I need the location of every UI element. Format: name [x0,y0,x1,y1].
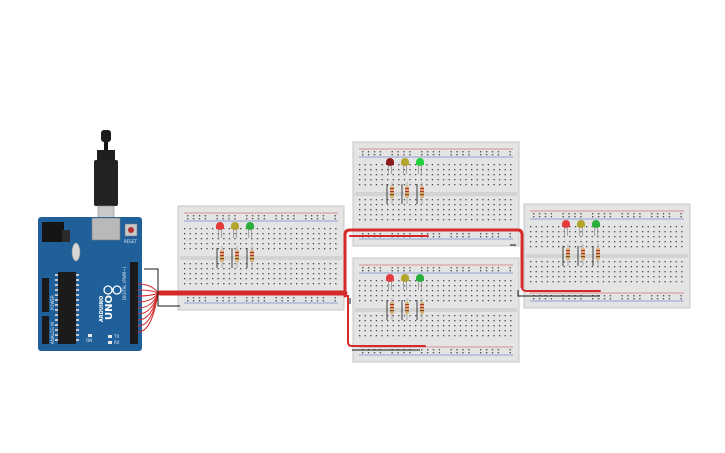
breadboard-4-resistor-2[interactable] [581,244,585,266]
breadboard-4-led-yellow[interactable] [577,220,585,236]
pin-jumper-wires-red[interactable] [137,283,159,333]
analog-label: ANALOG IN [50,322,55,344]
breadboard-1-resistor-3[interactable] [250,246,254,268]
breadboard-3-bottom-resistor-2[interactable] [405,298,409,320]
red-wire-to-breadboard-3[interactable] [344,295,426,347]
on-led [88,334,92,337]
power-label: POWER [50,295,55,310]
arduino-logo [103,285,122,295]
breadboard-1-led-yellow[interactable] [231,222,239,238]
on-label: ON [86,338,92,343]
analog-header [42,316,49,344]
breadboard-1-resistor-2[interactable] [235,246,239,268]
chip-pins-right [76,274,79,341]
black-wire-gnd-3[interactable] [517,290,600,297]
breadboard-2-top-resistor-3[interactable] [420,182,424,204]
breadboard-4-resistor-1[interactable] [566,244,570,266]
red-wires[interactable] [137,228,601,347]
breadboard-4-led-green[interactable] [592,220,600,236]
breadboard-1-led-green[interactable] [246,222,254,238]
breadboard-1-led-red[interactable] [216,222,224,238]
rx-label: RX [114,340,120,345]
breadboard-3-bottom[interactable] [352,257,520,363]
chip-pins-left [55,274,58,341]
breadboard-3-bottom-resistor-1[interactable] [390,298,394,320]
breadboard-2-top-led-yellow[interactable] [401,158,409,174]
digital-label: DIGITAL (PWM~) [122,266,127,300]
breadboard-2-top-led-bright_green[interactable] [416,158,424,174]
tx-led [108,335,112,338]
breadboards [177,141,691,363]
digital-header [130,262,138,344]
crystal [71,242,81,262]
breadboard-2-top-resistor-1[interactable] [390,182,394,204]
breadboard-4[interactable] [523,203,691,309]
red-wire-to-breadboard-2[interactable] [343,228,524,298]
breadboard-2-top-led-dark_red[interactable] [386,158,394,174]
black-wires[interactable] [144,244,600,351]
black-wire-gnd-1[interactable] [144,268,180,307]
breadboard-1-resistor-1[interactable] [220,246,224,268]
red-wire-to-breadboard-4[interactable] [521,286,601,292]
tx-label: TX [113,334,119,339]
power-header [42,278,49,312]
breadboard-3-bottom-led-red[interactable] [386,274,394,290]
board-brand-label: ARDUINO [99,296,105,322]
breadboard-3-bottom-resistor-3[interactable] [420,298,424,320]
reset-label: RESET [124,239,137,244]
breadboard-3-bottom-led-green[interactable] [416,274,424,290]
rx-led [108,341,112,344]
atmega-chip [58,272,76,344]
arduino-uno-board[interactable]: RESET DIGITAL (PWM~) UNO ARDUINO POWER A… [38,217,142,351]
breadboard-2-top-resistor-2[interactable] [405,182,409,204]
usb-cable[interactable] [94,130,118,227]
board-model-label: UNO [104,295,115,320]
breadboard-4-led-red[interactable] [562,220,570,236]
breadboard-3-bottom-led-yellow[interactable] [401,274,409,290]
breadboard-4-resistor-3[interactable] [596,244,600,266]
